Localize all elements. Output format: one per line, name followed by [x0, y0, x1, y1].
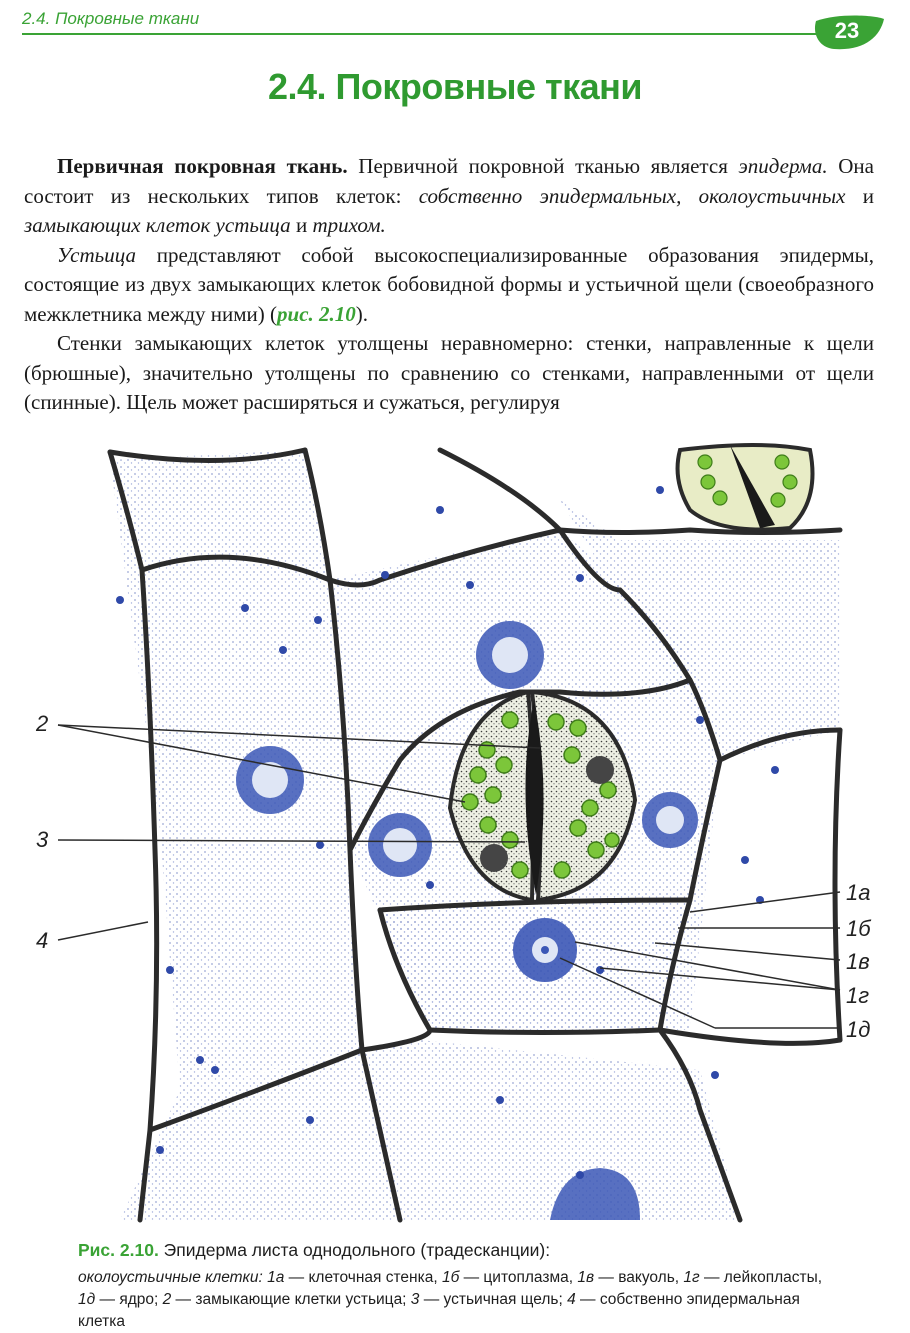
caption-item: — ядро; — [95, 1291, 163, 1308]
nucleus — [550, 1168, 640, 1220]
label-1a: 1а — [846, 880, 871, 905]
section-title: 2.4. Покровные ткани — [267, 66, 643, 107]
guard-cell-nucleus — [480, 844, 508, 872]
caption-title: Рис. 2.10. Эпидерма листа однодольного (… — [78, 1240, 838, 1261]
caption-key: 4 — [567, 1291, 576, 1308]
nucleus — [368, 813, 432, 877]
nucleus — [642, 792, 698, 848]
caption-item: — цитоплазма, — [459, 1269, 578, 1286]
caption-item: — клеточная стенка, — [284, 1269, 442, 1286]
cell-walls — [107, 447, 843, 1223]
caption-title-text: Эпидерма листа однодольного (традесканци… — [158, 1240, 551, 1260]
leucoplasts — [116, 486, 779, 1179]
text-run: Стенки замыкающих клеток утолщены неравн… — [24, 331, 874, 414]
paragraph-3: Стенки замыкающих клеток утолщены неравн… — [24, 329, 874, 418]
italic-term: собственно эпидермальных, околоустьичных — [418, 183, 846, 208]
italic-term: Устьица — [57, 242, 136, 267]
figure-caption: Рис. 2.10. Эпидерма листа однодольного (… — [78, 1240, 838, 1333]
text-run: представляют собой высокоспециализирован… — [24, 242, 874, 326]
caption-item: — замыкающие клетки устьица; — [171, 1291, 411, 1308]
caption-item: — лейкопласты, — [699, 1269, 823, 1286]
nuclei — [236, 621, 698, 1220]
stoma-fragment — [675, 443, 815, 532]
label-2: 2 — [36, 711, 49, 736]
paragraph-2: Устьица представляют собой высокоспециал… — [24, 241, 874, 330]
paragraph-1: Первичная покровная ткань. Первичной пок… — [24, 152, 874, 241]
label-3: 3 — [36, 827, 49, 852]
text-run: и — [845, 183, 874, 208]
caption-key: 1д — [78, 1291, 96, 1308]
page-number: 23 — [834, 18, 860, 43]
nucleus — [476, 621, 544, 689]
epidermis-illustration — [57, 443, 843, 1223]
stomatal-slit — [525, 700, 544, 895]
running-header: 2.4. Покровные ткани 23 — [0, 0, 910, 50]
label-1b: 1б — [846, 916, 871, 941]
label-1v: 1в — [846, 949, 870, 974]
italic-term: эпидерма. — [738, 154, 828, 178]
italic-term: замыкающих клеток устьица — [24, 213, 291, 237]
caption-item: — устьичная щель; — [419, 1291, 568, 1308]
header-rule — [22, 33, 832, 35]
caption-key: 3 — [410, 1291, 420, 1308]
figure-epidermis: 2 3 4 1а 1б 1в 1г 1д — [0, 430, 910, 1230]
caption-key: 1б — [441, 1269, 460, 1286]
text-run: Первичной покровной тканью является — [347, 154, 739, 178]
text-run: Она состоит из нескольких типов клеток: — [24, 154, 874, 208]
caption-key: 2 — [162, 1291, 172, 1308]
caption-key: 1а — [267, 1269, 285, 1286]
italic-term: трихом. — [312, 213, 386, 237]
label-1d: 1д — [846, 1017, 871, 1042]
text-run: и — [290, 213, 313, 237]
caption-body: околоустьичные клетки: 1а — клеточная ст… — [78, 1267, 838, 1333]
caption-number: Рис. 2.10. — [78, 1240, 159, 1260]
text-run: ). — [355, 301, 369, 326]
leader-lines — [57, 724, 841, 1029]
figure-reference-link[interactable]: рис. 2.10 — [277, 301, 356, 326]
running-title: 2.4. Покровные ткани — [22, 9, 200, 28]
caption-key: 1в — [577, 1269, 595, 1286]
lead-term: Первичная покровная ткань. — [57, 154, 348, 178]
caption-item: — собственно эпидермальная клетка — [78, 1291, 800, 1330]
caption-key: 1г — [683, 1269, 700, 1286]
label-4: 4 — [36, 928, 49, 953]
chloroplasts — [461, 711, 620, 879]
nucleus — [236, 746, 304, 814]
body-text: Первичная покровная ткань. Первичной пок… — [24, 152, 874, 418]
caption-intro: околоустьичные клетки: — [78, 1269, 263, 1286]
page-number-leaf-icon — [814, 15, 884, 50]
guard-cell-nucleus — [586, 756, 614, 784]
caption-item: — вакуоль, — [594, 1269, 684, 1286]
nucleus — [513, 918, 577, 982]
stoma-guard-cells — [447, 689, 638, 903]
label-1g: 1г — [846, 983, 870, 1008]
